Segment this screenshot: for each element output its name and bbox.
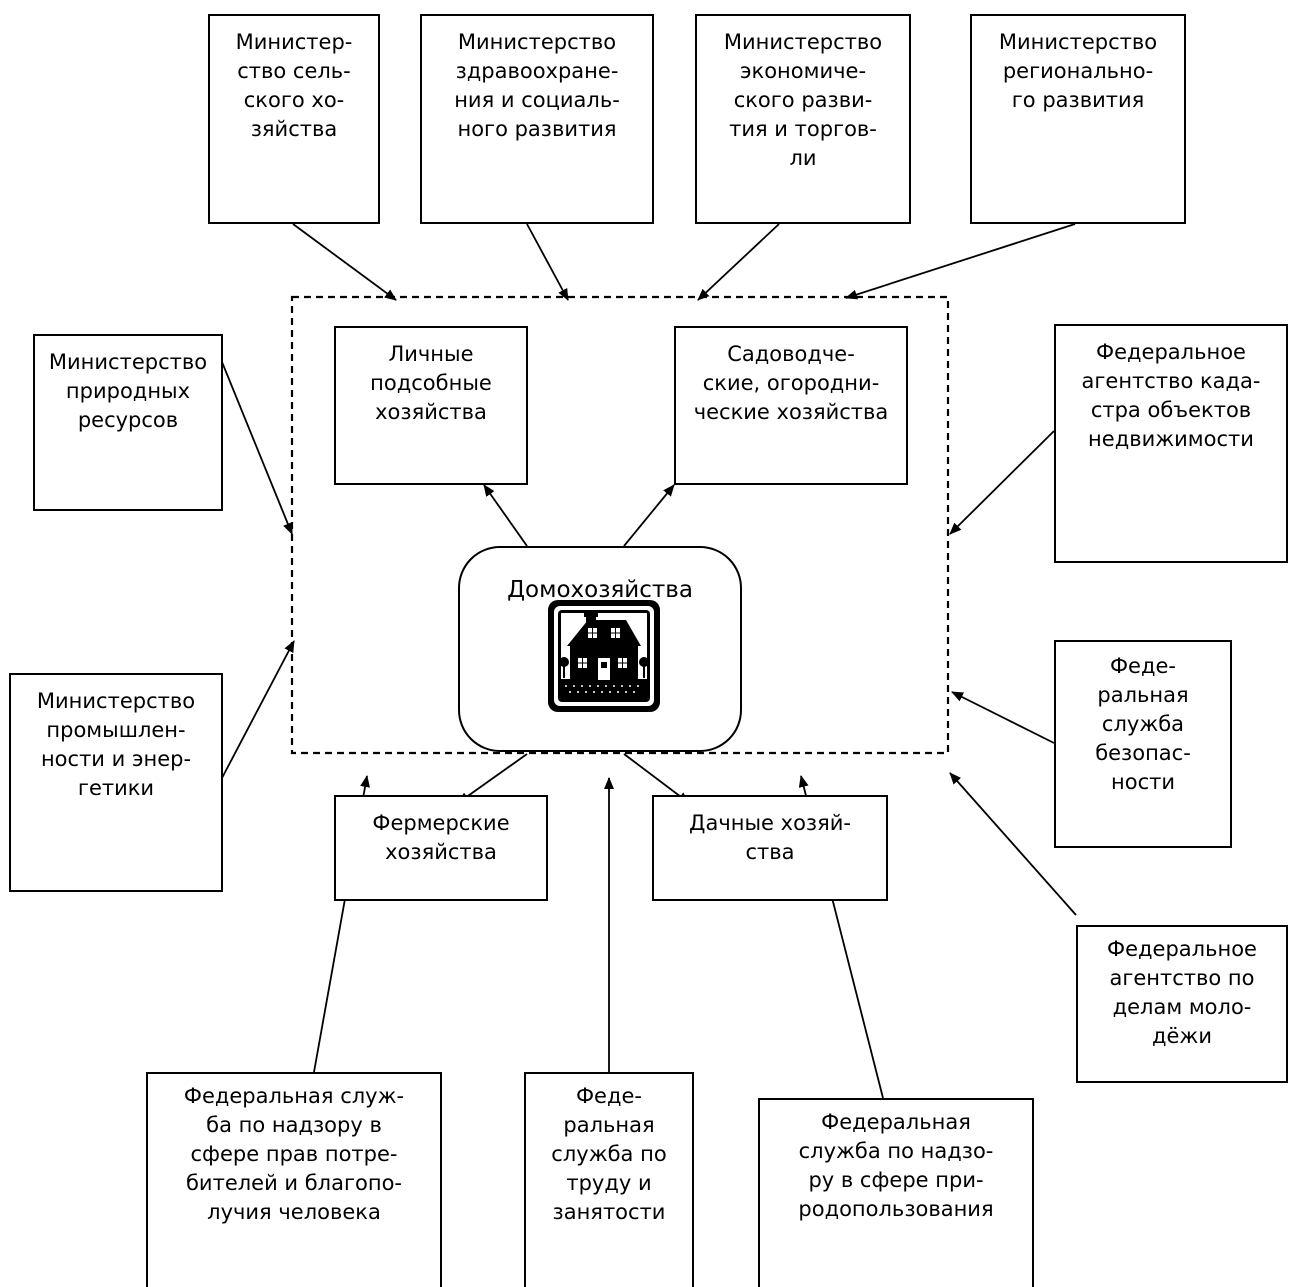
arrow-to-gardening (623, 484, 675, 547)
gardening-label: Садоводче- ские, огородни- ческие хозяйс… (693, 342, 889, 424)
service-labor-box: Феде- ральная служба по труду и занятост… (524, 1072, 694, 1287)
agency-cadastre-box: Федеральное агентство када- стра объекто… (1054, 324, 1288, 563)
ministry-economy-box: Министерство экономиче- ского разви- тия… (695, 14, 911, 224)
ministry-agriculture-box: Министер- ство сель- ского хо- зяйства (208, 14, 380, 224)
service-nature-use-label: Федеральная служба по надзо- ру в сфере … (798, 1110, 994, 1221)
service-security-box: Феде- ральная служба безопас- ности (1054, 640, 1232, 848)
agency-youth-box: Федеральное агентство по делам моло- дёж… (1076, 925, 1288, 1083)
ministry-natural-resources-box: Министерство природных ресурсов (33, 334, 223, 511)
arrow-security (951, 691, 1055, 744)
ministry-agriculture-label: Министер- ство сель- ского хо- зяйства (235, 30, 353, 141)
arrow-to-personal-plots (483, 484, 528, 547)
ministry-economy-label: Министерство экономиче- ского разви- тия… (723, 30, 883, 170)
arrow-economy (697, 223, 780, 301)
ministry-industry-box: Министерство промышлен- ности и энер- ге… (9, 673, 223, 892)
service-labor-label: Феде- ральная служба по труду и занятост… (551, 1084, 667, 1224)
agency-youth-label: Федеральное агентство по делам моло- дёж… (1107, 937, 1257, 1048)
personal-plots-label: Личные подсобные хозяйства (370, 342, 492, 424)
service-consumer-rights-label: Федеральная служ- ба по надзору в сфере … (183, 1084, 405, 1224)
house-icon (548, 600, 660, 712)
ministry-health-label: Министерство здравоохране- ния и социаль… (454, 30, 620, 141)
ministry-natural-resources-label: Министерство природных ресурсов (48, 350, 208, 432)
arrow-health (526, 223, 569, 301)
farms-label: Фермерские хозяйства (372, 811, 510, 864)
arrow-agriculture (292, 223, 397, 301)
arrow-youth (949, 772, 1077, 916)
arrow-natural-resources (221, 361, 293, 535)
ministry-regional-label: Министерство регионально- го развития (998, 30, 1158, 112)
farms-box: Фермерские хозяйства (334, 795, 548, 901)
personal-plots-box: Личные подсобные хозяйства (334, 326, 528, 485)
service-security-label: Феде- ральная служба безопас- ности (1095, 654, 1191, 794)
arrow-regional (845, 223, 1076, 300)
ministry-regional-box: Министерство регионально- го развития (970, 14, 1186, 224)
service-consumer-rights-box: Федеральная служ- ба по надзору в сфере … (146, 1072, 442, 1287)
dachas-label: Дачные хозяй- ства (689, 811, 851, 864)
dachas-box: Дачные хозяй- ства (652, 795, 888, 901)
arrow-to-dachas (623, 753, 690, 804)
service-nature-use-box: Федеральная служба по надзо- ру в сфере … (758, 1098, 1034, 1287)
households-title: Домохозяйства (507, 577, 693, 603)
agency-cadastre-label: Федеральное агентство када- стра объекто… (1081, 340, 1261, 451)
ministry-industry-label: Министерство промышлен- ности и энер- ге… (36, 689, 196, 800)
arrow-industry (221, 640, 295, 779)
ministry-health-box: Министерство здравоохране- ния и социаль… (420, 14, 654, 224)
households-center-box: Домохозяйства (458, 546, 742, 752)
gardening-box: Садоводче- ские, огородни- ческие хозяйс… (674, 326, 908, 485)
arrow-cadastre (949, 430, 1055, 535)
arrow-to-farms (457, 753, 528, 804)
